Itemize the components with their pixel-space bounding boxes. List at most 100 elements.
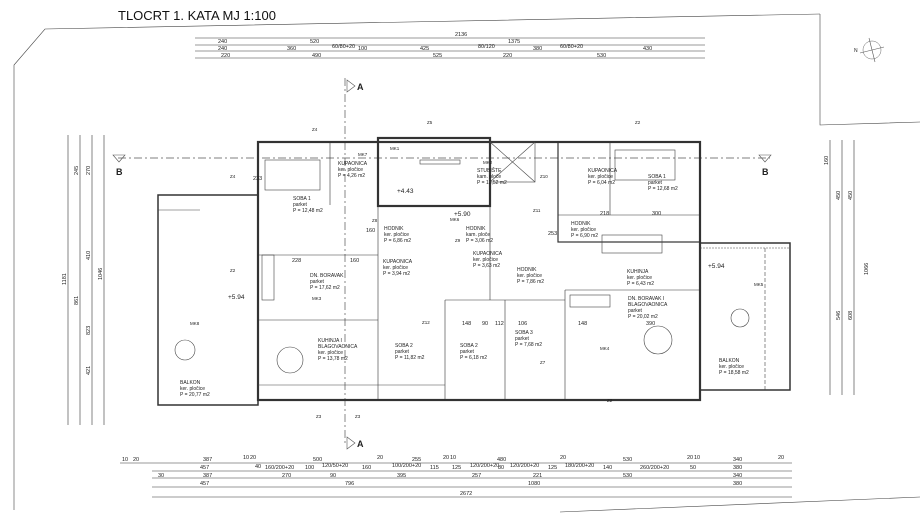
label-text: ker. pločice xyxy=(588,174,613,180)
label-text: 180/200+20 xyxy=(565,463,594,469)
label-text: MK6 xyxy=(450,217,460,222)
label-text: 300 xyxy=(652,211,661,217)
label-text: KUHINJA xyxy=(627,269,649,275)
level-marks: +4.43 +5.90 +5.94 +5.94 xyxy=(228,188,725,301)
label-text: MK1 xyxy=(390,146,400,151)
section-b-right-label: B xyxy=(762,167,769,177)
label-text: Z2 xyxy=(607,398,613,403)
label-text: 160/200+20 xyxy=(265,465,294,471)
label-text: HODNIK xyxy=(466,226,486,232)
label-text: P = 6,04 m2 xyxy=(588,180,615,186)
label-text: 360 xyxy=(287,46,296,52)
label-text: 425 xyxy=(420,46,429,52)
label-text: ker. pločice xyxy=(318,350,343,356)
label-text: Z11 xyxy=(533,208,541,213)
label-text: SOBA 1 xyxy=(648,174,666,180)
label-text: ker. pločice xyxy=(473,257,498,263)
site-boundary-right xyxy=(819,14,920,126)
label-text: 20 xyxy=(133,457,139,463)
inner-dimensions: 218 300 228 160 148 90 112 106 148 390 2… xyxy=(253,176,661,327)
label-text: DN. BORAVAK xyxy=(310,273,344,279)
label-text: P = 20,77 m2 xyxy=(180,392,210,398)
section-b-right-marker-icon xyxy=(758,154,772,163)
label-text: 823 xyxy=(86,326,92,335)
label-text: ker. pločice xyxy=(338,167,363,173)
label-text: 410 xyxy=(86,251,92,260)
label-text: 106 xyxy=(518,321,527,327)
label-text: 221 xyxy=(533,473,542,479)
label-text: 457 xyxy=(200,481,209,487)
drawing-title: TLOCRT 1. KATA MJ 1:100 xyxy=(118,8,276,23)
label-text: HODNIK xyxy=(384,226,404,232)
label-text: 140 xyxy=(603,465,612,471)
label-text: 100/200+20 xyxy=(392,463,421,469)
label-text: P = 7,86 m2 xyxy=(517,279,544,285)
label-text: 861 xyxy=(74,296,80,305)
label-text: 120/50+20 xyxy=(322,463,348,469)
label-text: Z10 xyxy=(540,174,548,179)
label-text: 421 xyxy=(86,366,92,375)
label-text: 340 xyxy=(733,457,742,463)
label-text: HODNIK xyxy=(517,267,537,273)
left-dimensions: 1181 861 1046 245 270 410 823 421 xyxy=(62,135,105,425)
label-text: ker. pločice xyxy=(180,386,205,392)
label-text: 90 xyxy=(482,321,488,327)
label-text: 218 xyxy=(600,211,609,217)
label-text: Z9 xyxy=(455,238,461,243)
label-text: parket xyxy=(648,180,663,186)
label-text: 60/80+20 xyxy=(332,44,355,50)
label-text: ker. pločice xyxy=(627,275,652,281)
label-text: HODNIK xyxy=(571,221,591,227)
label-text: ker. pločice xyxy=(517,273,542,279)
label-text: 457 xyxy=(200,465,209,471)
label-text: 1066 xyxy=(864,263,870,275)
label-text: KUPAONICA xyxy=(383,259,413,265)
label-text: 490 xyxy=(312,53,321,59)
north-arrow-icon: N xyxy=(854,37,885,63)
label-text: parket xyxy=(460,349,475,355)
label-text: parket xyxy=(310,279,325,285)
label-text: P = 18,58 m2 xyxy=(719,370,749,376)
label-text: 20 xyxy=(778,455,784,461)
label-text: 120/200+20 xyxy=(470,463,499,469)
label-text: 270 xyxy=(86,166,92,175)
label-text: 255 xyxy=(412,457,421,463)
section-b-left-marker-icon xyxy=(112,154,126,163)
label-text: Z2 xyxy=(635,120,641,125)
label-text: 20 xyxy=(250,455,256,461)
label-text: ker. pločice xyxy=(571,227,596,233)
label-text: 390 xyxy=(646,321,655,327)
label-text: parket xyxy=(515,336,530,342)
label-text: 520 xyxy=(310,39,319,45)
label-text: 160 xyxy=(362,465,371,471)
label-text: 530 xyxy=(597,53,606,59)
label-text: Z7 xyxy=(540,360,546,365)
label-text: 270 xyxy=(282,473,291,479)
label-text: +5.94 xyxy=(708,263,725,270)
label-text: 2672 xyxy=(460,491,472,497)
label-text: KUPAONICA xyxy=(338,161,368,167)
label-text: 450 xyxy=(848,191,854,200)
label-text: KUPAONICA xyxy=(473,251,503,257)
label-text: 125 xyxy=(548,465,557,471)
label-text: 10 xyxy=(450,455,456,461)
label-text: 120/200+20 xyxy=(510,463,539,469)
label-text: 115 xyxy=(430,465,439,471)
label-text: 240 xyxy=(218,46,227,52)
label-text: 90 xyxy=(330,473,336,479)
label-text: P = 3,94 m2 xyxy=(383,271,410,277)
label-text: BLAGOVAONICA xyxy=(628,302,668,308)
label-text: P = 12,48 m2 xyxy=(293,208,323,214)
label-text: 220 xyxy=(503,53,512,59)
label-text: 253 xyxy=(548,231,557,237)
label-text: Z12 xyxy=(422,320,430,325)
label-text: 380 xyxy=(733,481,742,487)
section-b-left-label: B xyxy=(116,167,123,177)
label-text: 2136 xyxy=(455,32,467,38)
